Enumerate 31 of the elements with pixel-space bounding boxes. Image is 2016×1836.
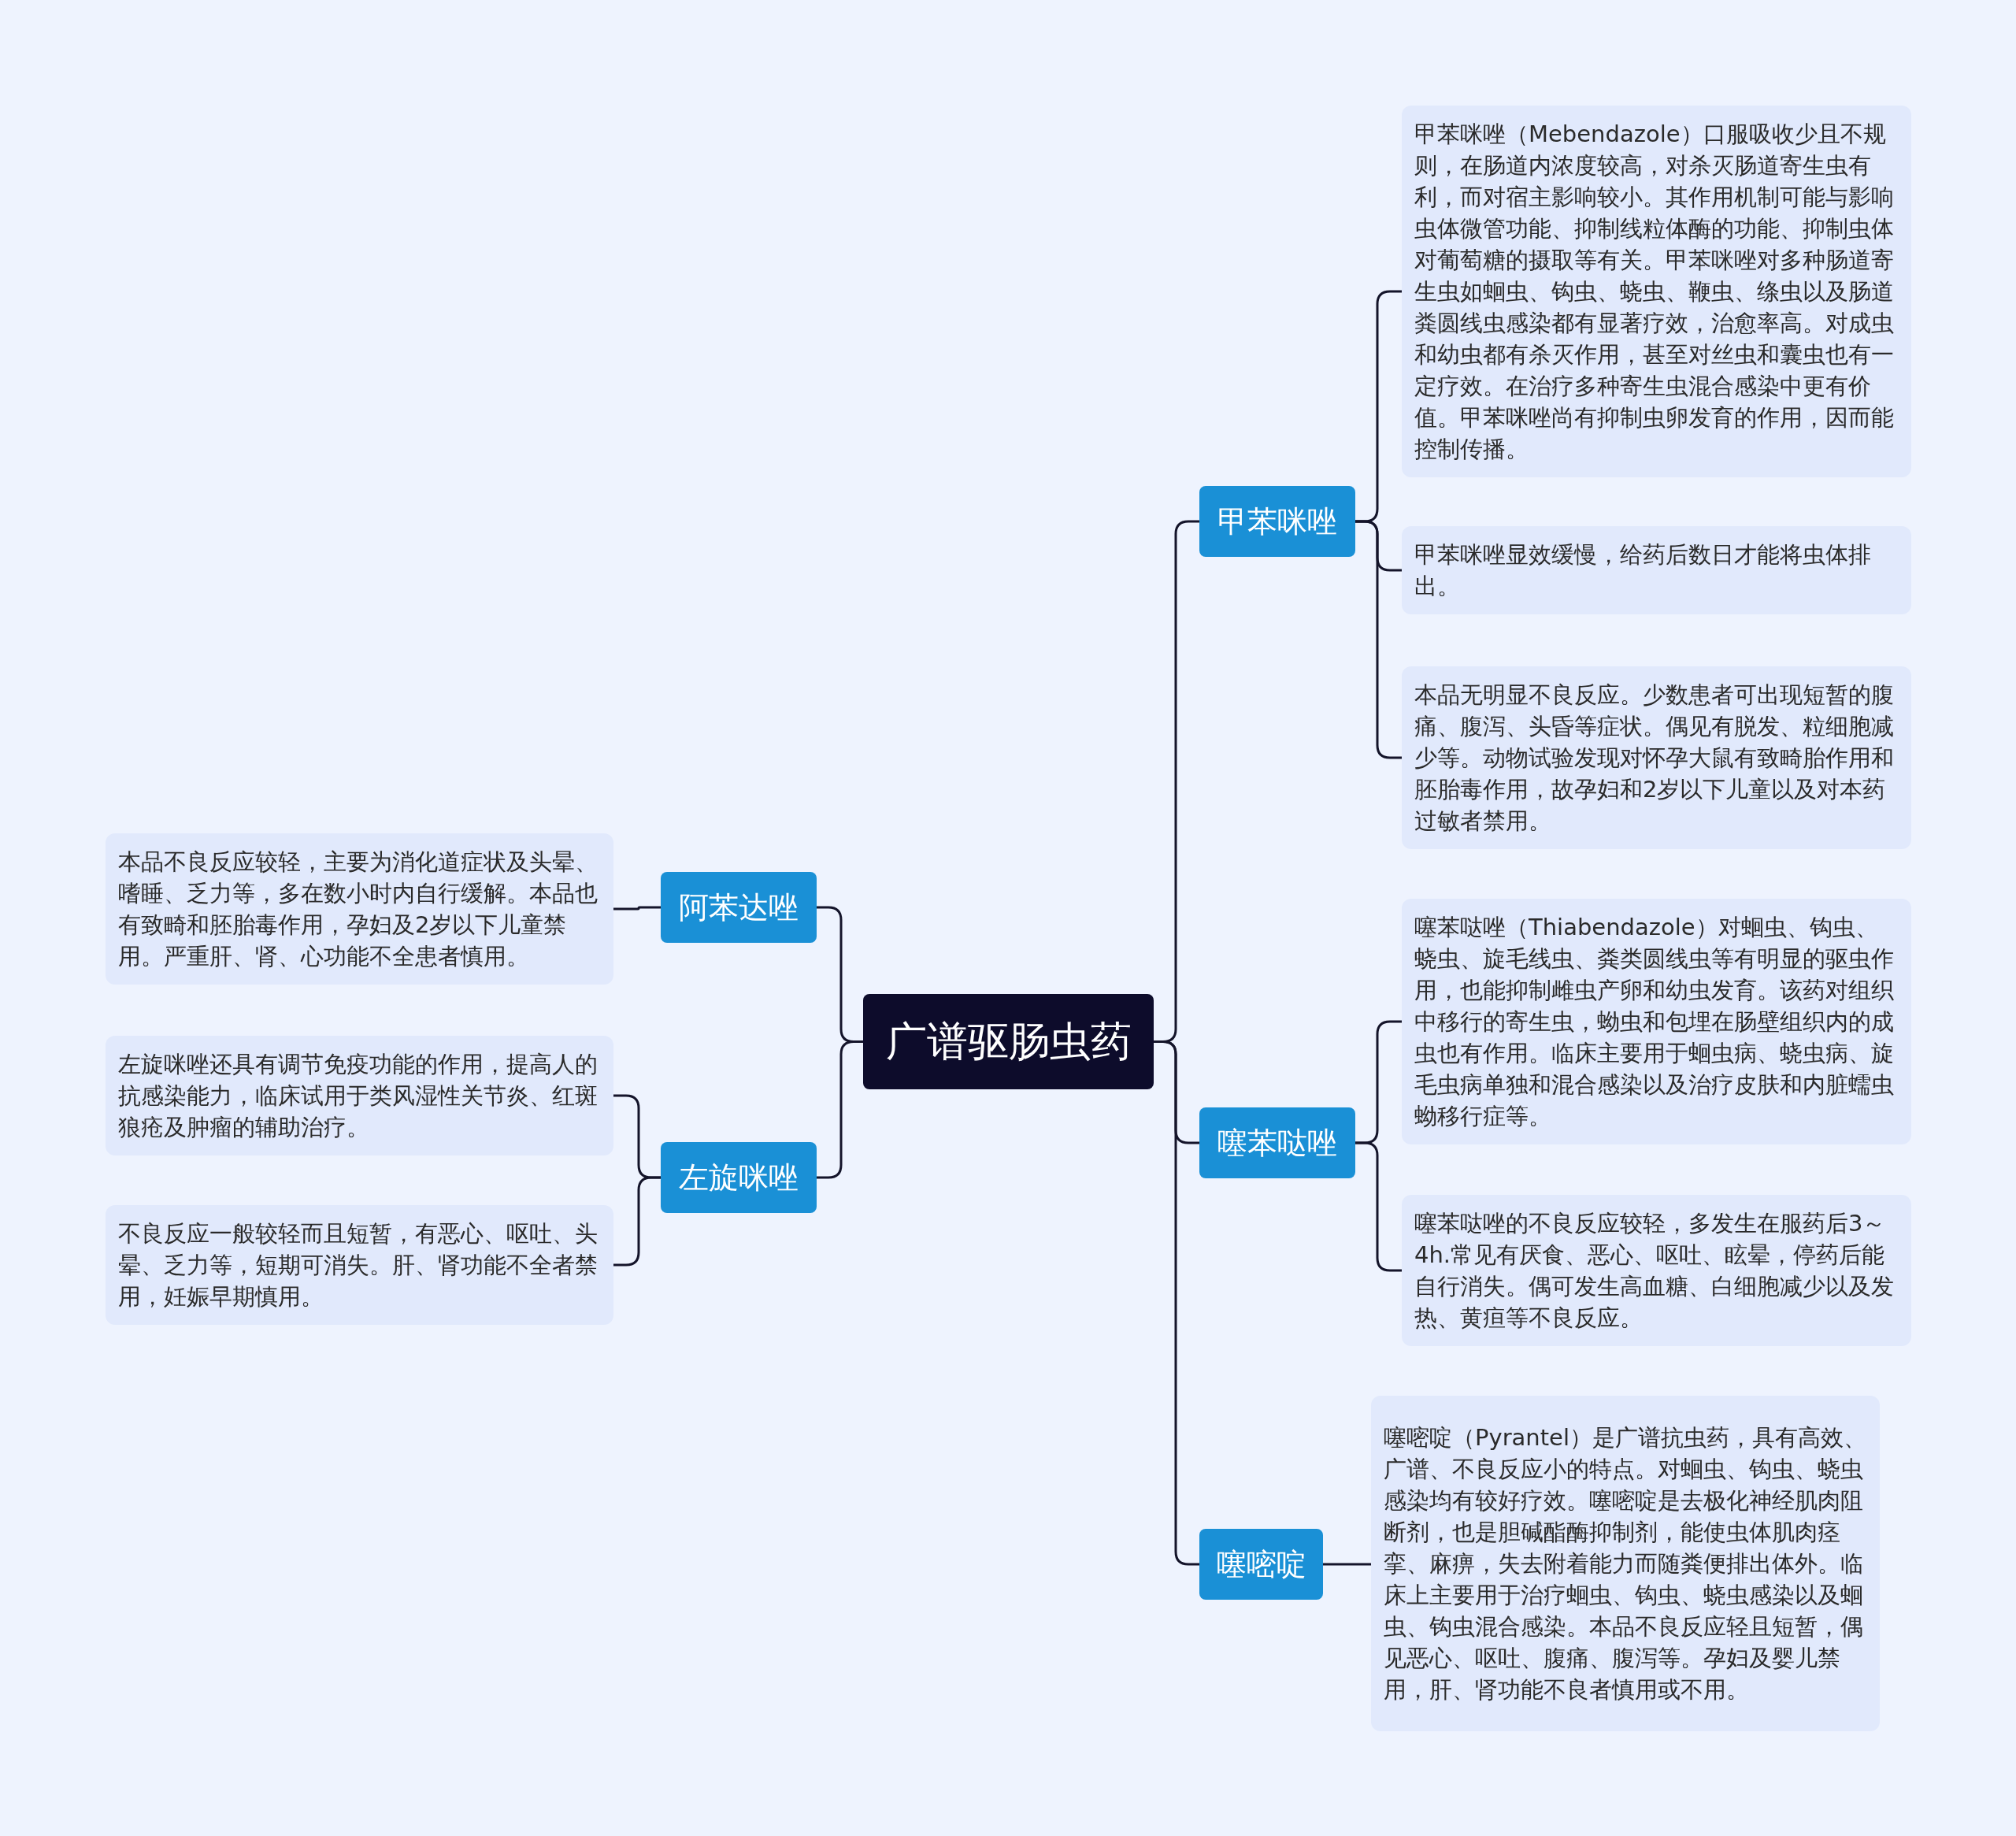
note-text: 噻苯哒唑（Thiabendazole）对蛔虫、钩虫、蛲虫、旋毛线虫、粪类圆线虫等有明显的驱虫作用，也能抑制雌虫产卵和幼虫发育。该药对组织中移行的寄生虫，蚴虫和包埋在肠壁组织内的成虫也有作用。临床主要用于蛔虫病、蛲虫病、旋毛虫病单独和混合感染以及治疗皮肤和内脏蠕虫蚴移行症等。: [1414, 913, 1895, 1131]
connector-line: [613, 906, 661, 911]
note-text: 甲苯咪唑（Mebendazole）口服吸收少且不规则，在肠道内浓度较高，对杀灭肠道寄生虫有利，而对宿主影响较小。其作用机制可能与影响虫体微管功能、抑制线粒体酶的功能、抑制虫体对葡萄糖的摄取等有关。甲苯咪唑对多种肠道寄生虫如蛔虫、钩虫、蛲虫、鞭虫、绦虫以及肠道粪圆线虫感染都有显著疗效，治愈率高。对成虫和幼虫都有杀灭作用，甚至对丝虫和囊虫也有一定疗效。在治疗多种寄生虫混合感染中更有价值。甲苯咪唑尚有抑制虫卵发育的作用，因而能控制传播。: [1414, 120, 1895, 464]
note-card: [1402, 666, 1911, 849]
topic-box: [1199, 486, 1355, 557]
central-topic-text: 广谱驱肠虫药: [885, 1016, 1132, 1066]
topic-text: 甲苯咪唑: [1217, 503, 1337, 540]
note-card: [1402, 899, 1911, 1144]
topic-box: [1199, 1107, 1355, 1178]
note-text: 甲苯咪唑显效缓慢，给药后数日才能将虫体排出。: [1414, 540, 1872, 601]
note-text: 噻嘧啶（Pyrantel）是广谱抗虫药，具有高效、广谱、不良反应小的特点。对蛔虫、钩虫、蛲虫感染均有较好疗效。噻嘧啶是去极化神经肌肉阻断剂，也是胆碱酯酶抑制剂，能使虫体肌肉痉挛、麻痹，失去附着能力而随粪便排出体外。临床上主要用于治疗蛔虫、钩虫、蛲虫感染以及蛔虫、钩虫混合感染。本品不良反应轻且短暂，偶见恶心、呕吐、腹痛、腹泻等。孕妇及婴儿禁用，肝、肾功能不良者慎用或不用。: [1384, 1423, 1867, 1704]
note-card: [106, 833, 613, 985]
note-card: [1402, 526, 1911, 614]
topic-box: [661, 1142, 817, 1213]
topic-box: [1199, 1529, 1323, 1600]
topic-text: 噻苯哒唑: [1217, 1124, 1337, 1162]
note-card: [106, 1205, 613, 1325]
connector-line: [1323, 1563, 1371, 1566]
topic-text: 阿苯达唑: [679, 888, 799, 926]
note-card: [1402, 1195, 1911, 1346]
note-card: [106, 1036, 613, 1155]
note-text: 本品无明显不良反应。少数患者可出现短暂的腹痛、腹泻、头昏等症状。偶见有脱发、粒细胞减少等。动物试验发现对怀孕大鼠有致畸胎作用和胚胎毒作用，故孕妇和2岁以下儿童以及对本药过敏者禁用。: [1414, 681, 1895, 836]
central-topic-box: [863, 994, 1154, 1089]
note-text: 噻苯哒唑的不良反应较轻，多发生在服药后3～4h.常见有厌食、恶心、呕吐、眩晕，停药后能自行消失。偶可发生高血糖、白细胞减少以及发热、黄疸等不良反应。: [1414, 1209, 1895, 1333]
topic-box: [661, 872, 817, 943]
topic-text: 噻嘧啶: [1216, 1545, 1306, 1583]
note-text: 左旋咪唑还具有调节免疫功能的作用，提高人的抗感染能力，临床试用于类风湿性关节炎、红斑狼疮及肿瘤的辅助治疗。: [118, 1050, 598, 1142]
topic-text: 左旋咪唑: [679, 1159, 799, 1196]
note-text: 本品不良反应较轻，主要为消化道症状及头晕、嗜睡、乏力等，多在数小时内自行缓解。本品也有致畸和胚胎毒作用，孕妇及2岁以下儿童禁用。严重肝、肾、心功能不全患者慎用。: [118, 848, 598, 971]
note-text: 不良反应一般较轻而且短暂，有恶心、呕吐、头晕、乏力等，短期可消失。肝、肾功能不全者禁用，妊娠早期慎用。: [118, 1219, 598, 1311]
note-card: [1371, 1396, 1880, 1731]
